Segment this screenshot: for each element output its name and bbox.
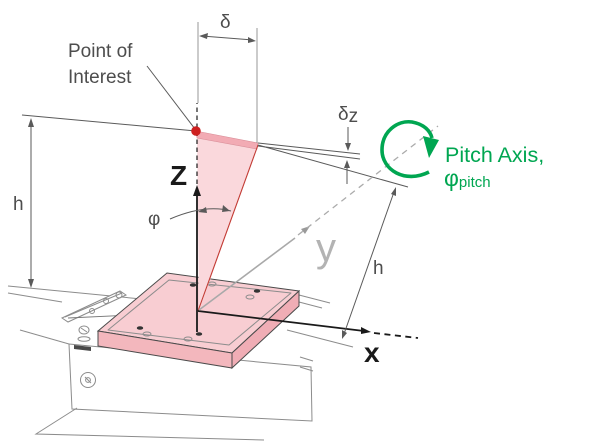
- base-screw-cross: [84, 376, 92, 384]
- labels: Point of Interest δ δz h h φ Z y x Pitch…: [13, 12, 544, 368]
- base-right-edge-2: [299, 366, 314, 372]
- h-right-dim-line: [343, 191, 395, 335]
- rail-right-edge-1: [298, 294, 331, 304]
- tilt-line-2: [257, 145, 361, 160]
- pitch-axis-label: Pitch Axis,: [445, 143, 544, 167]
- delta-dim-line: [201, 35, 254, 41]
- point-of-interest-dot: [191, 126, 201, 136]
- stage-line-art: [7, 285, 354, 441]
- h-left-label: h: [13, 194, 24, 215]
- stage-top-plate: [96, 272, 301, 370]
- h-right-arrow-bottom: [342, 330, 347, 339]
- rotation-arc: [380, 120, 434, 179]
- tilt-line-3: [257, 144, 409, 188]
- rail-right-bottom-edge: [286, 329, 354, 348]
- bracket-screw-2: [103, 298, 109, 304]
- wedge-fill: [197, 134, 258, 311]
- plate-hole-1: [189, 283, 197, 287]
- plate-recess-outline: [107, 279, 292, 346]
- x-axis-label: x: [364, 337, 380, 368]
- bracket-screw-1: [115, 291, 123, 299]
- delta-arrow-right: [248, 37, 256, 43]
- plate-hole-open-3: [183, 336, 193, 342]
- phi-arrow-left: [198, 207, 207, 213]
- base-screw-inner: [85, 377, 91, 383]
- base-top-left-edge: [19, 329, 70, 345]
- x-axis-line: [197, 310, 365, 332]
- rotation-arrowhead: [423, 136, 439, 158]
- base-screw-outer: [80, 372, 96, 388]
- axes: [193, 103, 439, 339]
- pitch-rotation-arrow: [380, 120, 439, 179]
- delta-label: δ: [220, 12, 231, 33]
- pitch-axis-dashed-line: [297, 125, 439, 236]
- h-right-arrow-top: [391, 187, 396, 196]
- plate-hole-open-4: [245, 294, 255, 300]
- error-wedge: [195, 130, 259, 312]
- phi-label: φ: [148, 209, 160, 230]
- plate-hole-4: [195, 332, 203, 336]
- delta-z-arrow-up: [344, 160, 350, 168]
- base-right-edge-1: [299, 356, 314, 362]
- plate-hole-open-2: [142, 331, 152, 337]
- pitch-phi-label: φpitch: [444, 165, 491, 191]
- h-left-arrow-bottom: [28, 279, 34, 288]
- z-axis-arrowhead: [193, 185, 201, 196]
- delta-z-label: δz: [338, 104, 358, 127]
- bracket-washer: [77, 336, 91, 342]
- plate-hole-3: [136, 326, 144, 330]
- delta-z-arrow-down: [345, 143, 351, 151]
- h-left-arrow-top: [28, 118, 34, 127]
- poi-leader-line: [146, 65, 196, 130]
- rail-right-edge-2: [298, 301, 323, 309]
- reference-lines: [21, 22, 409, 188]
- y-axis-label: y: [316, 226, 336, 270]
- bracket-screw-3: [89, 308, 95, 314]
- bracket-inner-line: [64, 292, 123, 318]
- tilt-line-1: [257, 142, 361, 155]
- base-bottom-lip: [34, 407, 265, 441]
- rail-back-edge-lower: [7, 292, 63, 303]
- phi-arrow-right: [222, 205, 230, 212]
- rail-back-edge-upper: [7, 285, 153, 301]
- delta-arrow-left: [199, 33, 208, 39]
- point-of-interest-label-line1: Point of: [68, 41, 133, 62]
- x-axis-arrowhead: [361, 327, 371, 334]
- plate-hole-2: [253, 289, 261, 293]
- bracket-bar: [60, 290, 128, 323]
- bracket-screw-head: [78, 325, 90, 335]
- base-slot: [74, 345, 91, 351]
- y-axis-line: [198, 237, 296, 311]
- poi-level-line: [21, 114, 197, 132]
- tilted-beam-line: [197, 144, 259, 312]
- bracket-screw-slot: [80, 327, 88, 333]
- z-axis-label: Z: [170, 160, 187, 191]
- x-axis-dashed-extension: [373, 332, 419, 339]
- h-right-label: h: [373, 258, 384, 279]
- plate-right-face: [231, 289, 300, 370]
- dimensions: [28, 33, 396, 339]
- point-of-interest-label-line2: Interest: [68, 67, 132, 88]
